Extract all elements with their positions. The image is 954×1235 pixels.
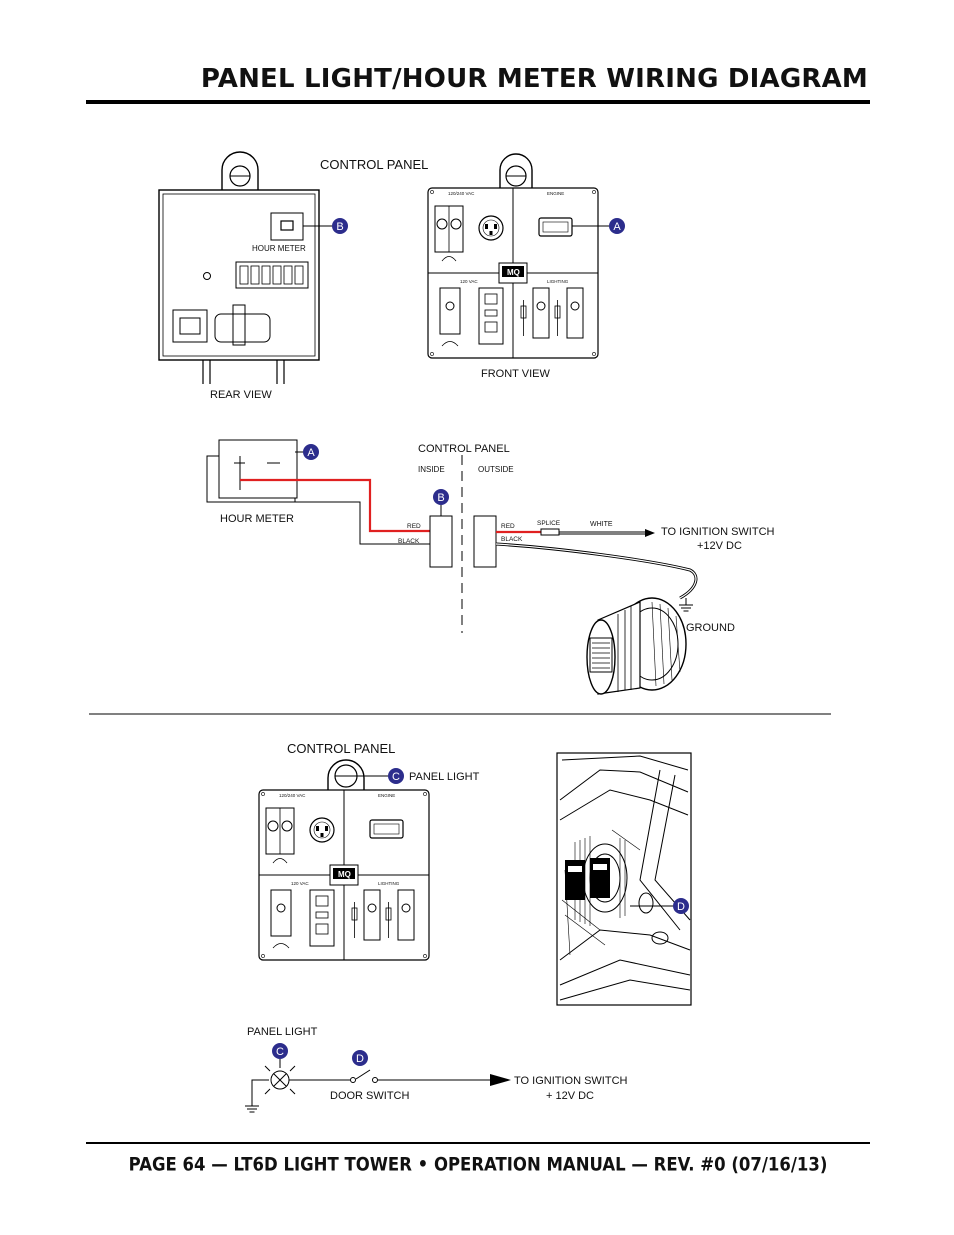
black-label-outside: BLACK (501, 536, 523, 543)
hour-meter-label: HOUR METER (220, 513, 294, 525)
front-vac120-label: 120 VAC (460, 279, 478, 284)
page-title: PANEL LIGHT/HOUR METER WIRING DIAGRAM (200, 64, 868, 94)
svg-text:A: A (613, 221, 621, 233)
bottom-vac120-label: 120 VAC (291, 881, 309, 886)
panel-light-schematic-label: PANEL LIGHT (247, 1026, 318, 1038)
black-label-inside: BLACK (398, 538, 420, 545)
front-mq-logo: MQ (507, 268, 520, 277)
bottom-mq-logo: MQ (338, 870, 351, 879)
svg-text:B: B (336, 221, 343, 233)
alternator-drawing (586, 597, 687, 695)
callout-b-wiring: B (433, 489, 449, 505)
door-switch-symbol (350, 1069, 378, 1083)
rear-view-panel (158, 151, 320, 384)
ignition-arrow (490, 1074, 511, 1086)
title-rule (86, 100, 870, 104)
footer-rule (86, 1142, 870, 1144)
hour-meter-schematic (206, 439, 304, 503)
callout-a-wiring: A (303, 444, 319, 460)
front-vac240-label: 120/240 VAC (448, 191, 475, 196)
front-lighting-label: LIGHTING (547, 279, 569, 284)
bottom-front-panel (258, 759, 430, 961)
svg-text:C: C (276, 1046, 284, 1058)
svg-text:D: D (356, 1053, 364, 1065)
hour-meter-small-label: HOUR METER (252, 244, 306, 253)
black-wire-inside (207, 501, 430, 545)
callout-a-front: A (609, 218, 625, 234)
ground-symbol (679, 598, 693, 612)
bottom-vac240-label: 120/240 VAC (279, 793, 306, 798)
callout-d-schematic: D (352, 1050, 368, 1066)
door-switch-location-drawing (556, 752, 692, 1006)
front-view-panel (427, 153, 599, 359)
page-footer: PAGE 64 — LT6D LIGHT TOWER • OPERATION M… (128, 1153, 828, 1175)
outside-label: OUTSIDE (478, 465, 514, 474)
svg-text:C: C (392, 771, 400, 783)
callout-c-panel: C (388, 768, 404, 784)
rear-view-label: REAR VIEW (210, 389, 272, 401)
white-label: WHITE (590, 521, 613, 528)
callout-d-drawing: D (673, 898, 689, 914)
callout-b-rear: B (332, 218, 348, 234)
panel-light-label: PANEL LIGHT (409, 771, 480, 783)
red-label-outside: RED (501, 523, 515, 530)
bottom-engine-label: ENGINE (378, 793, 395, 798)
svg-text:B: B (437, 492, 444, 504)
red-wire-inside (240, 478, 430, 533)
connector-outside (473, 515, 497, 568)
black-wire-outside (495, 542, 698, 600)
lamp-symbol (262, 1063, 296, 1095)
callout-c-schematic: C (272, 1043, 288, 1059)
connector-inside (429, 515, 453, 568)
door-switch-label: DOOR SWITCH (330, 1090, 409, 1102)
wiring-ignition-line1: TO IGNITION SWITCH (661, 526, 775, 538)
svg-text:A: A (307, 447, 315, 459)
bottom-control-panel-label: CONTROL PANEL (287, 741, 395, 756)
schematic-ground-symbol (245, 1105, 259, 1113)
bottom-lighting-label: LIGHTING (378, 881, 400, 886)
wiring-ignition-line2: +12V DC (697, 540, 742, 552)
bottom-ignition-line1: TO IGNITION SWITCH (514, 1075, 628, 1087)
splice-label: SPLICE (537, 520, 561, 527)
front-view-label: FRONT VIEW (481, 368, 550, 380)
inside-label: INSIDE (418, 465, 445, 474)
svg-text:D: D (677, 901, 685, 913)
wiring-control-panel-label: CONTROL PANEL (418, 443, 510, 455)
front-engine-label: ENGINE (547, 191, 564, 196)
ground-label: GROUND (686, 622, 735, 634)
splice-connector (540, 528, 560, 536)
red-label-inside: RED (407, 523, 421, 530)
top-control-panel-label: CONTROL PANEL (320, 157, 428, 172)
bottom-ignition-line2: + 12V DC (546, 1090, 594, 1102)
